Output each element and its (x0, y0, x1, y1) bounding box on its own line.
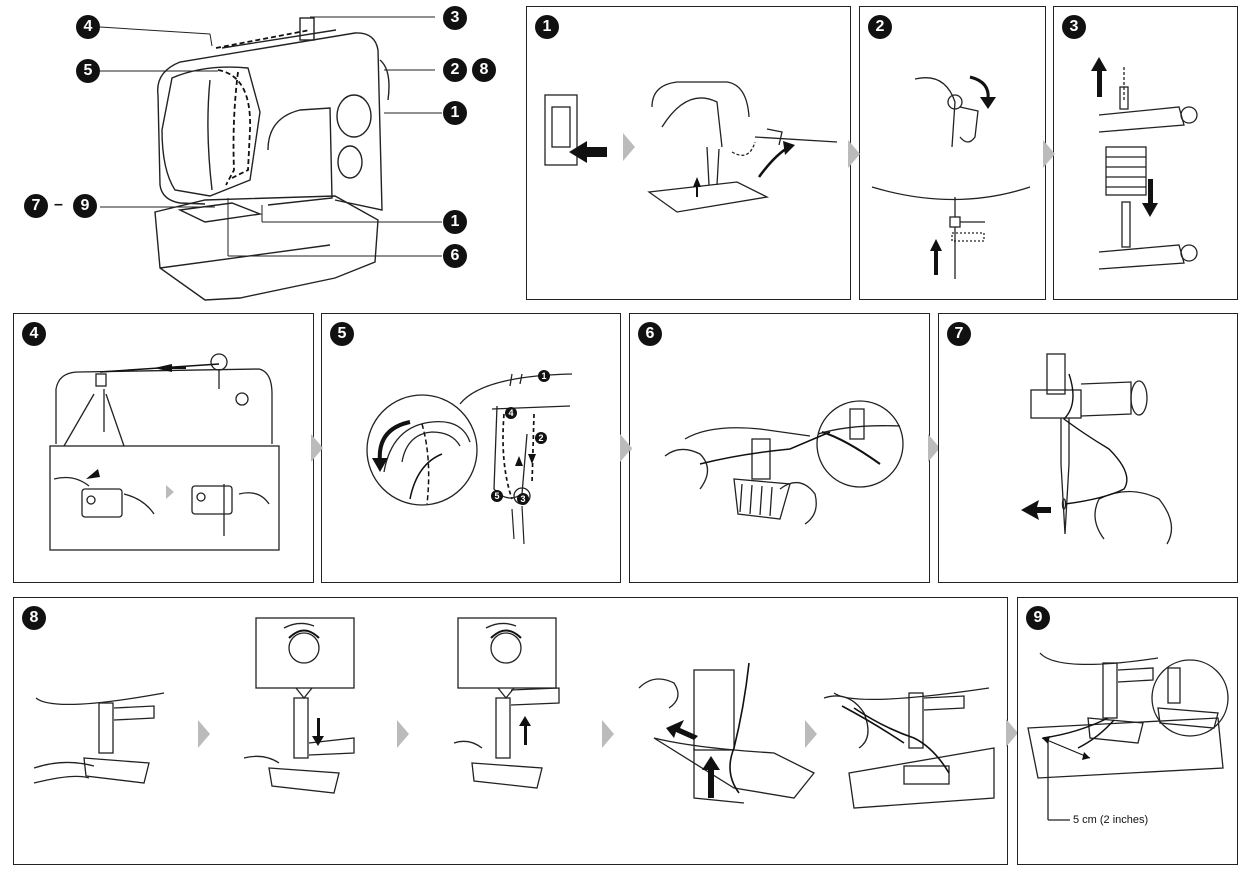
arrow-up-icon (515, 456, 523, 466)
step-number: 1 (535, 15, 559, 39)
measurement-label: 5 cm (2 inches) (1073, 814, 1149, 826)
arrow-right-icon (602, 720, 614, 748)
arrow-left-icon (569, 141, 607, 163)
curved-arrow-icon (490, 629, 522, 639)
arrow-left-icon (154, 364, 172, 372)
thread-step-2: 2 (535, 432, 547, 444)
callout-1-top: 1 (443, 101, 467, 125)
arrow-left-icon (1021, 500, 1051, 520)
upper-threading-path-drawing (366, 373, 573, 545)
callout-1-bottom: 1 (443, 210, 467, 234)
arrow-left-icon (666, 720, 698, 740)
needle-bar-thread-guide-drawing (664, 400, 904, 525)
step-panel-2: 2 (859, 6, 1046, 300)
arrow-up-icon (1091, 57, 1107, 71)
step-number: 8 (22, 606, 46, 630)
arrow-right-icon (397, 720, 409, 748)
step-panel-6: 6 (629, 313, 930, 583)
threads-under-presser-foot-drawing (1027, 652, 1229, 821)
curved-arrow-icon (969, 75, 990, 100)
handwheel-needle-up-drawing (871, 75, 1031, 279)
step-panel-7: 7 (938, 313, 1238, 583)
step-number: 4 (22, 322, 46, 346)
step-number: 9 (1026, 606, 1050, 630)
arrow-right-icon (1043, 140, 1055, 168)
thread-step-1: 1 (538, 370, 550, 382)
thread-guide-drawing (49, 353, 280, 551)
curved-arrow-icon (377, 420, 411, 463)
arrow-right-icon (623, 133, 635, 161)
arrow-down-icon (528, 454, 536, 464)
step-number: 2 (868, 15, 892, 39)
thread-step-4: 4 (505, 407, 517, 419)
step-panel-3: 3 (1053, 6, 1238, 300)
callout-9: 9 (73, 194, 97, 218)
callout-2: 2 (443, 58, 467, 82)
step-panel-1: 1 (526, 6, 851, 300)
thread-step-5: 5 (491, 490, 503, 502)
callout-5: 5 (76, 59, 100, 83)
step-number: 7 (947, 322, 971, 346)
step-number: 3 (1062, 15, 1086, 39)
callout-range-dash: – (54, 196, 63, 213)
step-panel-8: 8 (13, 597, 1008, 865)
power-switch-and-presser-foot-drawing (544, 81, 838, 213)
arrow-left-icon (86, 469, 100, 479)
arrow-right-icon (620, 434, 632, 462)
thread-step-3: 3 (517, 493, 529, 505)
callout-4: 4 (76, 15, 100, 39)
sewing-machine-drawing (99, 16, 442, 301)
arrow-up-icon (930, 239, 942, 251)
arrow-up-icon (702, 756, 720, 770)
arrow-down-icon (1142, 203, 1158, 217)
step-panel-4: 4 (13, 313, 314, 583)
arrow-right-icon (928, 434, 940, 462)
arrow-right-icon (311, 434, 323, 462)
bobbin-thread-pull-up-sequence (33, 617, 995, 809)
arrow-right-icon (1006, 719, 1018, 747)
arrow-right-icon (198, 720, 210, 748)
needle-threading-drawing (1021, 353, 1173, 545)
spool-pin-drawing (1091, 57, 1198, 270)
arrow-right-icon (166, 485, 174, 499)
curved-arrow-icon (288, 629, 320, 639)
arrow-down-icon (312, 736, 324, 746)
step-panel-5: 5 1 4 2 5 3 (321, 313, 621, 583)
callout-6: 6 (443, 244, 467, 268)
step-number: 6 (638, 322, 662, 346)
callout-7: 7 (24, 194, 48, 218)
arrow-right-icon (848, 140, 860, 168)
callout-3: 3 (443, 6, 467, 30)
callout-8: 8 (472, 58, 496, 82)
arrow-up-icon (693, 177, 701, 197)
step-panel-9: 9 5 cm (2 inches) (1017, 597, 1238, 865)
step-number: 5 (330, 322, 354, 346)
arrow-up-icon (519, 716, 531, 726)
arrow-right-icon (805, 720, 817, 748)
